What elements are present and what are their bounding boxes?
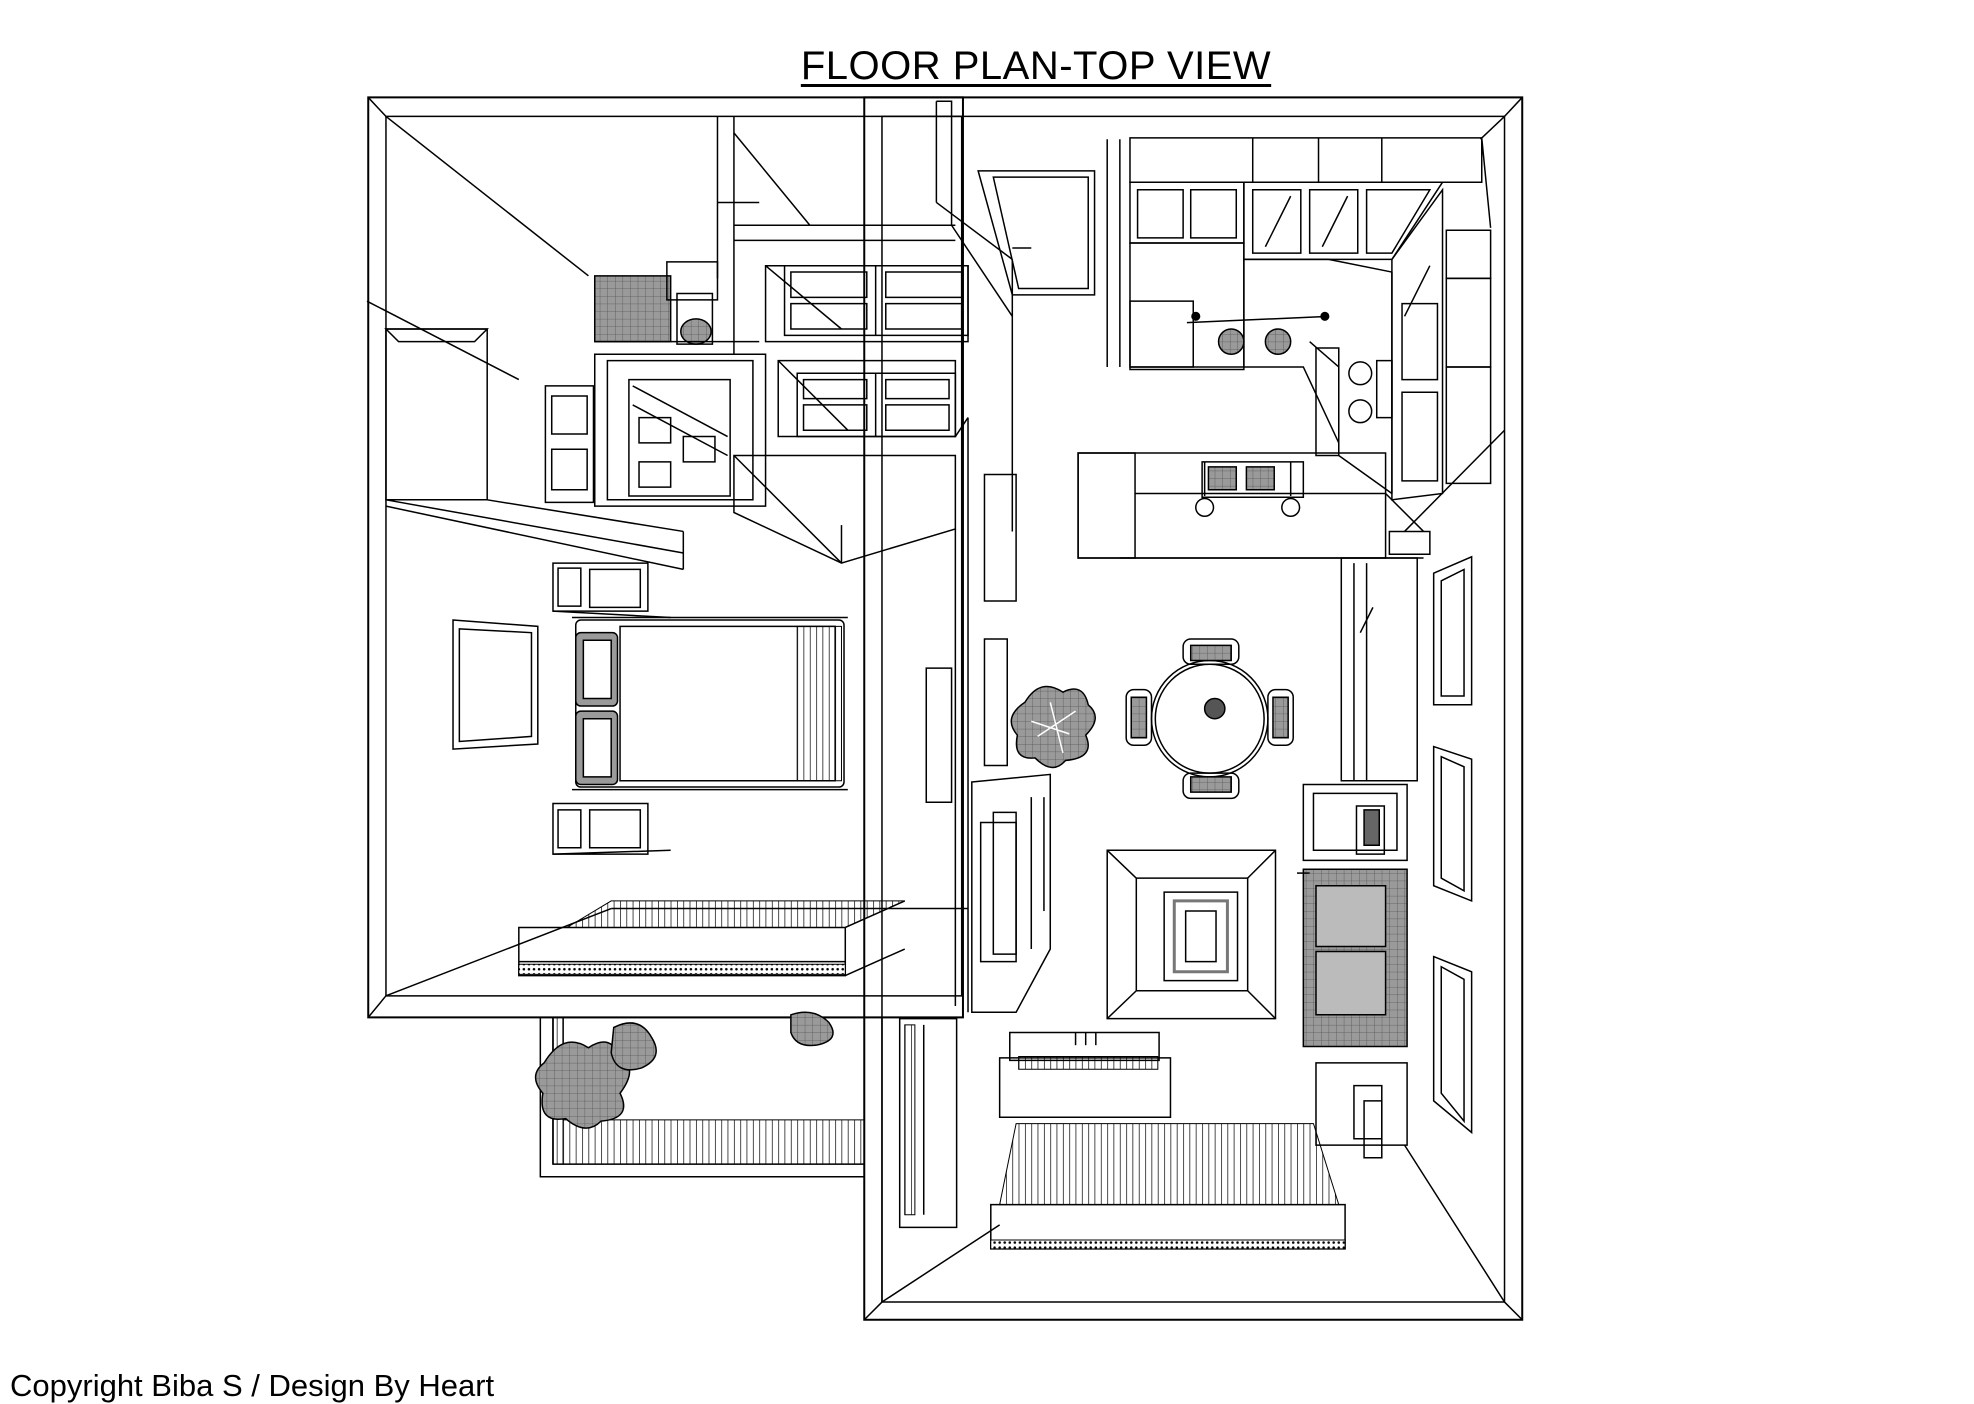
side-tables — [1303, 785, 1407, 1158]
bathroom-area — [595, 101, 1013, 531]
bed — [572, 617, 848, 789]
closet-doors — [595, 354, 956, 563]
entrance-door — [978, 139, 1120, 367]
living-pictures — [1434, 557, 1472, 1133]
sofa — [1297, 869, 1407, 1046]
living-plant — [1011, 686, 1095, 767]
living-walls — [864, 97, 1522, 1319]
bench — [1000, 1033, 1171, 1118]
closet-block — [386, 329, 683, 569]
bedroom-tv — [926, 668, 951, 802]
living-window — [991, 1124, 1345, 1249]
kitchen-island — [1078, 453, 1430, 558]
right-partition — [1341, 558, 1417, 781]
kitchen-counters — [1130, 243, 1392, 494]
page-title: FLOOR PLAN-TOP VIEW — [800, 44, 1272, 88]
bedroom-window — [519, 901, 905, 976]
bedroom-picture — [453, 620, 538, 749]
copyright-text: Copyright Biba S / Design By Heart — [10, 1368, 495, 1403]
balcony-plant — [536, 1012, 833, 1128]
media-wall — [972, 475, 1050, 1013]
coffee-table — [1107, 850, 1275, 1018]
dining-table — [1126, 639, 1293, 798]
kitchen-upper-cabinets — [1130, 138, 1491, 500]
bedroom-walls — [367, 97, 968, 1017]
living-side-window — [900, 1019, 957, 1228]
nightstands — [553, 563, 671, 854]
